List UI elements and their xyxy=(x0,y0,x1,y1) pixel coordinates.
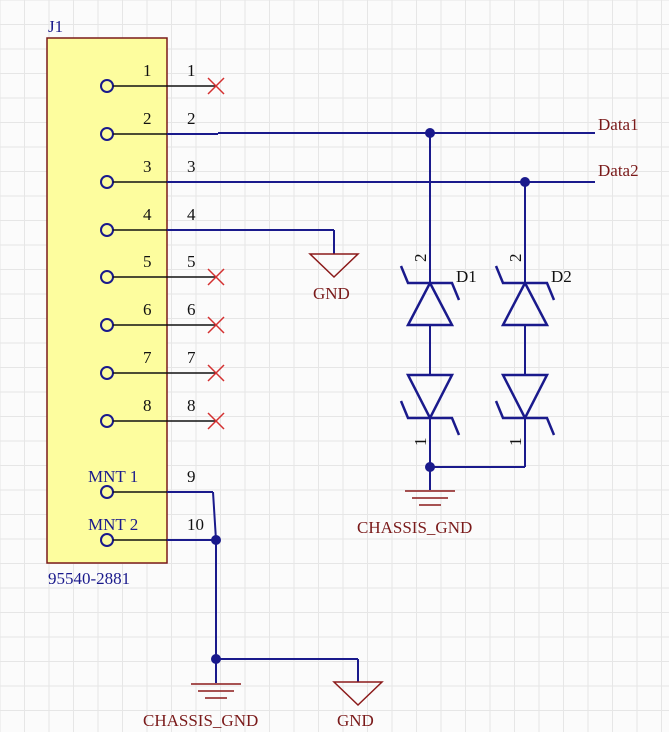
connector-part-number: 95540-2881 xyxy=(48,569,130,588)
connector-designator: J1 xyxy=(48,17,63,36)
d1-upper-triangle xyxy=(405,280,455,327)
net-label-data2: Data2 xyxy=(598,161,639,180)
pin-net-label: 8 xyxy=(187,396,196,415)
pin-net-label: 1 xyxy=(187,61,196,80)
no-connect-mark xyxy=(207,316,225,334)
pin-number-label: MNT 1 xyxy=(88,467,138,486)
no-connect-mark xyxy=(207,412,225,430)
pin-net-label: 3 xyxy=(187,157,196,176)
diode-d1[interactable] xyxy=(399,265,461,436)
pin-net-label: 6 xyxy=(187,300,196,319)
chassis-gnd-diodes-label: CHASSIS_GND xyxy=(357,518,472,537)
connector-body[interactable] xyxy=(46,37,168,564)
pin-number-label: 3 xyxy=(143,157,152,176)
pin-net-label: 2 xyxy=(187,109,196,128)
gnd-bottom-symbol[interactable] xyxy=(332,681,384,707)
connector-pin[interactable]: MNT 2 10 xyxy=(88,515,204,547)
pin-net-label: 7 xyxy=(187,348,196,367)
d1-pin-bottom-label: 1 xyxy=(411,438,430,447)
pin-number-label: 1 xyxy=(143,61,152,80)
mnt-join-wire[interactable] xyxy=(212,491,217,541)
junction-mnt xyxy=(211,535,221,545)
chassis-gnd-diodes-symbol[interactable] xyxy=(405,490,455,506)
pin-number-label: 6 xyxy=(143,300,152,319)
connector-pin[interactable]: MNT 1 9 xyxy=(88,467,196,499)
d1-designator: D1 xyxy=(456,267,477,286)
d1-lower-triangle xyxy=(405,373,455,421)
d1-upper-bar xyxy=(399,265,461,301)
pin-number-label: MNT 2 xyxy=(88,515,138,534)
d1-pin-top-label: 2 xyxy=(411,254,430,263)
pin-number-label: 2 xyxy=(143,109,152,128)
chassis-gnd-bottom-label: CHASSIS_GND xyxy=(143,711,258,730)
d2-lower-triangle xyxy=(500,373,550,421)
gnd-top-symbol[interactable] xyxy=(308,253,360,279)
no-connect-mark xyxy=(207,364,225,382)
no-connect-mark xyxy=(207,268,225,286)
net-label-data1: Data1 xyxy=(598,115,639,134)
chassis-gnd-bottom-symbol[interactable] xyxy=(191,683,241,699)
pin-number-label: 8 xyxy=(143,396,152,415)
d2-lower-bar xyxy=(494,400,556,436)
gnd-top-label: GND xyxy=(313,284,350,303)
pin-net-label: 10 xyxy=(187,515,204,534)
d2-pin-bottom-label: 1 xyxy=(506,438,525,447)
junction-diode-common xyxy=(425,462,435,472)
pin-number-label: 4 xyxy=(143,205,152,224)
d2-pin-top-label: 2 xyxy=(506,254,525,263)
pin-net-label: 9 xyxy=(187,467,196,486)
pin-net-label: 5 xyxy=(187,252,196,271)
d2-upper-triangle xyxy=(500,280,550,327)
gnd-bottom-label: GND xyxy=(337,711,374,730)
d1-lower-bar xyxy=(399,400,461,436)
d2-upper-bar xyxy=(494,265,556,301)
pin-number-label: 7 xyxy=(143,348,152,367)
pin-net-label: 4 xyxy=(187,205,196,224)
no-connect-mark xyxy=(207,77,225,95)
pin-number-label: 5 xyxy=(143,252,152,271)
junction-data1 xyxy=(425,128,435,138)
diode-d2[interactable] xyxy=(494,265,556,436)
d2-designator: D2 xyxy=(551,267,572,286)
junction-data2 xyxy=(520,177,530,187)
junction-gnd-branch xyxy=(211,654,221,664)
